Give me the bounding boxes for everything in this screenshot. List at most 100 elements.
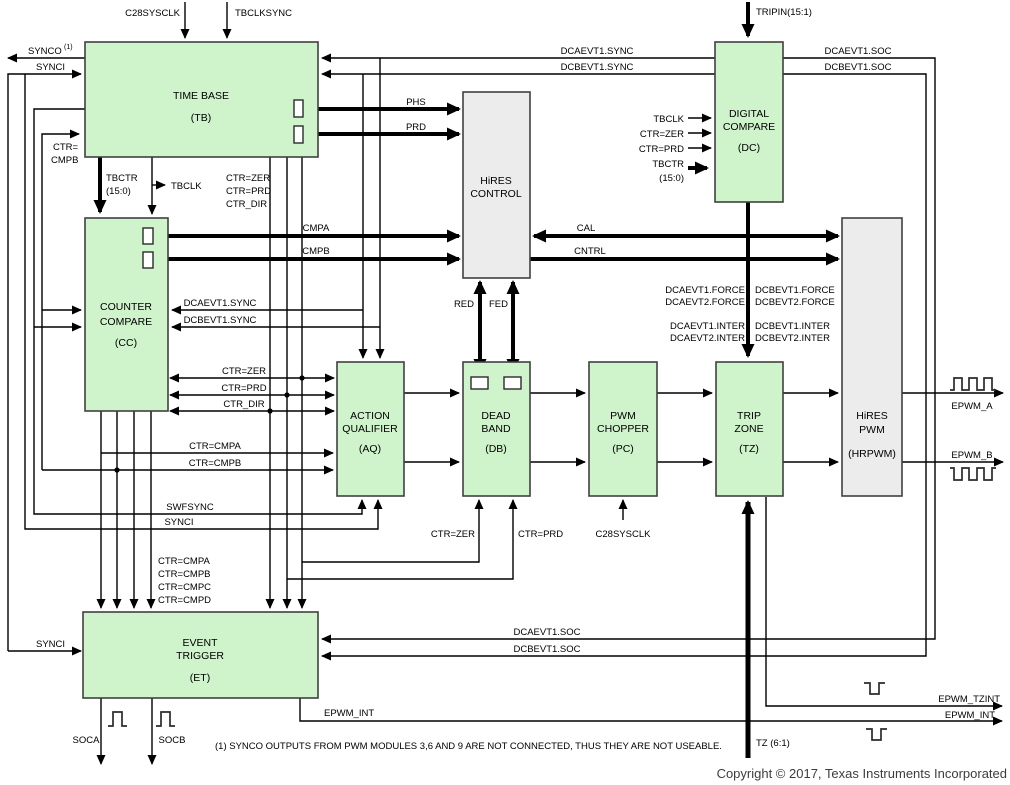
db-title-1: DEAD [481, 410, 511, 422]
block-action-qualifier [336, 361, 405, 497]
label-dcaevt1-inter: DCAEVT1.INTER [670, 321, 745, 332]
hrpwm-abbrev: (HRPWM) [848, 448, 896, 460]
label-tbctr-range: (15:0) [106, 186, 131, 197]
label-epwm-int-et: EPWM_INT [324, 708, 374, 719]
label-dcaevt1-force: DCAEVT1.FORCE [665, 285, 745, 296]
tz-title-1: TRIP [737, 410, 761, 422]
label-prd: PRD [406, 122, 426, 133]
wire-synci-to-aq [24, 74, 383, 530]
cc-shadow-register-cmpa [142, 227, 154, 245]
label-synci-et: SYNCI [36, 639, 65, 650]
dc-title-2: COMPARE [723, 121, 775, 133]
et-title-1: EVENT [182, 637, 218, 649]
label-cmpa: CMPA [303, 223, 330, 234]
pulse-train-high-icon [950, 377, 996, 391]
hires-control-title-2: CONTROL [470, 188, 521, 200]
dc-abbrev: (DC) [738, 142, 760, 154]
label-dcbevt1-force: DCBEVT1.FORCE [755, 285, 835, 296]
block-digital-compare [714, 41, 784, 203]
label-dcaevt1-sync: DCAEVT1.SYNC [561, 46, 634, 57]
label-ctr-dir-cc-aq: CTR_DIR [223, 399, 264, 410]
db-title-2: BAND [481, 423, 511, 435]
block-hires-control [462, 91, 531, 279]
cc-title-2: COMPARE [100, 316, 152, 328]
wires-thin [7, 2, 1004, 765]
footnote: (1) SYNCO OUTPUTS FROM PWM MODULES 3,6 A… [215, 741, 722, 752]
label-ctr-zer-cc-aq: CTR=ZER [222, 366, 266, 377]
tz-abbrev: (TZ) [739, 443, 759, 455]
junction-dot [114, 467, 120, 473]
tz-title-2: ZONE [734, 423, 763, 435]
aq-abbrev: (AQ) [359, 443, 381, 455]
label-synco-footref: (1) [64, 44, 73, 51]
wire-epwm-int [299, 698, 1003, 726]
soca-pulse-icon [108, 711, 127, 727]
label-dcaevt2-force: DCAEVT2.FORCE [665, 297, 745, 308]
copyright: Copyright © 2017, Texas Instruments Inco… [717, 766, 1007, 781]
waveform-glyphs [108, 377, 996, 741]
label-ctr-prd-db: CTR=PRD [518, 529, 563, 540]
signal-labels: C28SYSCLK TBCLKSYNC TRIPIN(15:1) SYNCO (… [28, 7, 1000, 749]
wire-dcbevt1-soc [321, 73, 927, 661]
label-dcbevt1-sync: DCBEVT1.SYNC [561, 62, 634, 73]
tzint-pulse-icon [864, 682, 885, 695]
label-dc-ctr-zer: CTR=ZER [640, 129, 684, 140]
label-epwm-a: EPWM_A [951, 401, 993, 412]
cc-title-1: COUNTER [100, 301, 152, 313]
label-red: RED [454, 299, 474, 310]
label-dcaevt1-sync-cc: DCAEVT1.SYNC [184, 298, 257, 309]
label-et-ctr-cmpd: CTR=CMPD [158, 595, 211, 606]
hrpwm-title-1: HiRES [856, 410, 888, 422]
label-tz61: TZ (6:1) [756, 738, 790, 749]
label-et-ctr-cmpc: CTR=CMPC [158, 582, 211, 593]
label-synci-top: SYNCI [36, 62, 65, 73]
label-cal: CAL [577, 223, 595, 234]
label-swfsync: SWFSYNC [166, 502, 214, 513]
block-trip-zone [715, 361, 784, 497]
tb-title: TIME BASE [173, 90, 229, 102]
label-soca: SOCA [73, 735, 101, 746]
blocks [82, 41, 903, 699]
label-ctr-cmpa-aq: CTR=CMPA [189, 441, 241, 452]
label-et-ctr-cmpa: CTR=CMPA [158, 556, 210, 567]
block-titles: TIME BASE (TB) COUNTER COMPARE (CC) EVEN… [100, 90, 896, 684]
pc-abbrev: (PC) [612, 443, 634, 455]
label-ctr-zer-db: CTR=ZER [431, 529, 475, 540]
label-dcaevt2-inter: DCAEVT2.INTER [670, 333, 745, 344]
hrpwm-title-2: PWM [859, 424, 885, 436]
wire-ctr-cmpb-to-tb [41, 129, 80, 470]
label-dcbevt2-force: DCBEVT2.FORCE [755, 297, 835, 308]
pulse-train-low-icon [950, 467, 996, 481]
label-ctr-cmpb-tb-1: CTR= [53, 142, 79, 153]
hires-control-title-1: HiRES [480, 175, 512, 187]
junction-dots [114, 375, 305, 473]
et-abbrev: (ET) [190, 672, 210, 684]
label-tb-ctr-prd: CTR=PRD [226, 186, 271, 197]
label-epwm-int-out: EPWM_INT [945, 710, 995, 721]
label-c28sysclk-pc: C28SYSCLK [596, 529, 652, 540]
label-cmpb: CMPB [302, 246, 329, 257]
junction-dot [284, 392, 290, 398]
label-synci-aq: SYNCI [164, 517, 193, 528]
label-dcbevt1-inter: DCBEVT1.INTER [755, 321, 830, 332]
db-abbrev: (DB) [485, 443, 507, 455]
block-time-base [84, 41, 319, 158]
socb-pulse-icon [156, 711, 175, 727]
wire-dcaevt1-soc [321, 57, 936, 644]
label-socb: SOCB [159, 735, 186, 746]
label-dcaevt1-soc-et: DCAEVT1.SOC [513, 627, 580, 638]
wire-ctr-zer-to-db [302, 499, 484, 563]
label-cntrl: CNTRL [574, 246, 606, 257]
label-ctr-cmpb-tb-2: CMPB [51, 155, 78, 166]
et-title-2: TRIGGER [176, 650, 224, 662]
label-synco: SYNCO [28, 46, 62, 57]
tb-shadow-register-prd [293, 125, 304, 144]
label-dc-tbclk: TBCLK [653, 114, 684, 125]
tb-abbrev: (TB) [191, 112, 211, 124]
cc-shadow-register-cmpb [142, 251, 154, 269]
wires-thick [93, 2, 840, 758]
label-dc-tbctr: TBCTR [652, 159, 684, 170]
label-tb-ctr-dir: CTR_DIR [226, 199, 267, 210]
label-dc-tbctr-range: (15:0) [659, 173, 684, 184]
